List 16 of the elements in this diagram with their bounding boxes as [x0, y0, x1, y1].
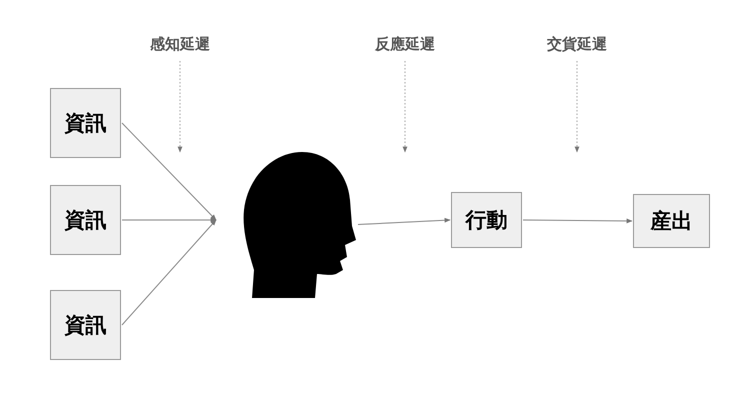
arrow: [358, 218, 451, 225]
process-box: 行動: [451, 192, 522, 248]
dotted-arrow: [574, 60, 580, 153]
arrow: [122, 220, 216, 326]
delay-label: 感知延遲: [140, 33, 220, 55]
dotted-arrow: [402, 60, 408, 153]
process-box: 資訊: [50, 88, 121, 158]
delay-label: 反應延遲: [365, 33, 445, 55]
delay-label: 交貨延遲: [537, 33, 617, 55]
dotted-arrow: [178, 60, 182, 153]
process-box: 資訊: [50, 290, 121, 360]
arrow: [122, 122, 216, 220]
arrow: [522, 218, 633, 224]
process-box: 資訊: [50, 185, 121, 255]
process-box: 産出: [633, 194, 710, 248]
arrow: [122, 218, 217, 222]
